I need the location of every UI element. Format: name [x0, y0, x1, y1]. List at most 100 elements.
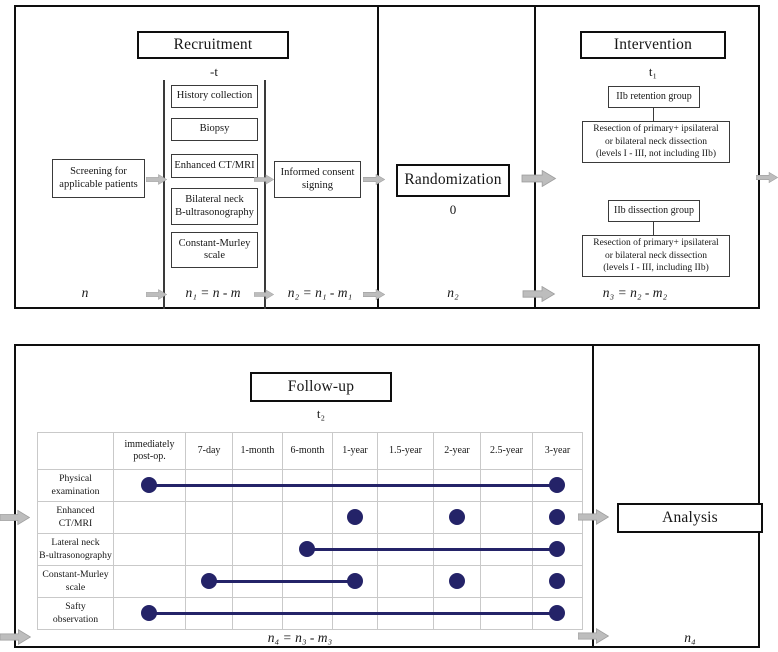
count-n3: n₃ = n₂ - m₂ [602, 285, 668, 300]
flow-arrow-icon [578, 628, 609, 644]
table-body-cell [378, 502, 434, 534]
timeline-line [149, 483, 557, 487]
table-row-label: Physical examination [38, 470, 114, 502]
table-body-cell [533, 598, 583, 630]
table-header-cell: immediately post-op. [114, 433, 186, 470]
table-body-cell [533, 470, 583, 502]
timeline-dot [346, 509, 363, 525]
informed-consent-box: Informed consent signing [274, 161, 361, 198]
flow-arrow-icon [363, 173, 385, 186]
retention-detail-box: Resection of primary+ ipsilateral or bil… [582, 121, 730, 163]
flow-arrow-icon [146, 174, 167, 185]
table-row-label: Lateral neck B-ultrasonography [38, 534, 114, 566]
intervention-time-label: t₁ [648, 64, 658, 79]
timeline-dot [549, 477, 565, 493]
timeline-dot [549, 605, 565, 621]
table-body-cell [233, 502, 283, 534]
table-body-cell [481, 566, 533, 598]
top-panel-divider-2 [534, 5, 536, 309]
table-body-cell [233, 534, 283, 566]
table-body-cell [283, 502, 333, 534]
table-header-cell: 2-year [434, 433, 481, 470]
timeline-dot [549, 541, 565, 557]
followup-title-box: Follow-up [250, 372, 392, 402]
battery-box-constant-murley: Constant-Murley scale [171, 232, 258, 268]
flow-arrow-icon [756, 171, 778, 184]
table-body-cell [186, 502, 233, 534]
table-header-cell: 1-year [333, 433, 378, 470]
timeline-dot [549, 573, 565, 589]
recruitment-time-label: -t [210, 64, 218, 79]
battery-box-ultrasonography: Bilateral neck B-ultrasonography [171, 188, 258, 225]
randomization-box: Randomization [396, 164, 510, 197]
timeline-dot [346, 573, 363, 589]
table-header-cell: 3-year [533, 433, 583, 470]
flow-arrow-icon [146, 289, 167, 300]
table-body-cell [533, 534, 583, 566]
battery-box-biopsy: Biopsy [171, 118, 258, 141]
table-row-label: Enhanced CT/MRI [38, 502, 114, 534]
flow-arrow-icon [363, 288, 385, 301]
table-body-cell [481, 502, 533, 534]
dissection-detail-box: Resection of primary+ ipsilateral or bil… [582, 235, 730, 277]
table-body-cell [333, 502, 378, 534]
count-n2-randomization: n₂ [447, 285, 459, 300]
table-header-cell: 1.5-year [378, 433, 434, 470]
flow-arrow-icon [521, 170, 557, 187]
timeline-dot [448, 573, 465, 589]
battery-box-ct-mri: Enhanced CT/MRI [171, 154, 258, 178]
count-n2-recruitment: n₂ = n₁ - m₁ [287, 285, 353, 300]
count-n4-formula: n₄ = n₃ - m₃ [267, 630, 333, 645]
timeline-dot [299, 541, 315, 557]
flow-arrow-icon [578, 509, 609, 525]
timeline-line [208, 579, 355, 583]
table-header-cell: 2.5-year [481, 433, 533, 470]
table-body-cell [114, 502, 186, 534]
table-body-cell [378, 566, 434, 598]
table-row-label: Safty observation [38, 598, 114, 630]
timeline-dot [448, 509, 465, 525]
screening-box: Screening for applicable patients [52, 159, 145, 198]
count-n4: n₄ [684, 630, 696, 645]
table-body-cell [533, 566, 583, 598]
flow-arrow-icon [254, 174, 274, 185]
retention-connector [653, 108, 654, 122]
timeline-dot [141, 605, 157, 621]
retention-group-box: IIb retention group [608, 86, 700, 108]
table-body-cell [434, 502, 481, 534]
battery-bracket-right [264, 80, 266, 309]
table-header-cell: 6-month [283, 433, 333, 470]
bottom-panel-divider [592, 344, 594, 648]
top-panel-divider-1 [377, 5, 379, 309]
dissection-connector [653, 222, 654, 236]
timeline-line [149, 611, 557, 615]
analysis-box: Analysis [617, 503, 763, 533]
flow-arrow-icon [522, 286, 556, 302]
table-body-cell [114, 566, 186, 598]
battery-box-history: History collection [171, 85, 258, 108]
table-row-label: Constant-Murley scale [38, 566, 114, 598]
table-corner-cell [38, 433, 114, 470]
table-body-cell [434, 566, 481, 598]
count-n: n [81, 285, 89, 300]
timeline-dot [141, 477, 157, 493]
randomization-time-label: 0 [449, 202, 457, 217]
flow-arrow-icon [0, 509, 30, 526]
recruitment-title-box: Recruitment [137, 31, 289, 59]
table-body-cell [333, 566, 378, 598]
followup-time-label: t₂ [316, 406, 326, 421]
flow-arrow-icon [254, 289, 274, 300]
timeline-dot [549, 509, 565, 525]
count-n1: n₁ = n - m [185, 285, 241, 300]
table-body-cell [114, 534, 186, 566]
intervention-title-box: Intervention [580, 31, 726, 59]
flow-arrow-icon [0, 629, 31, 645]
timeline-line [307, 547, 557, 551]
dissection-group-box: IIb dissection group [608, 200, 700, 222]
timeline-dot [200, 573, 217, 589]
table-header-cell: 7-day [186, 433, 233, 470]
battery-bracket-left [163, 80, 165, 309]
table-body-cell [186, 534, 233, 566]
